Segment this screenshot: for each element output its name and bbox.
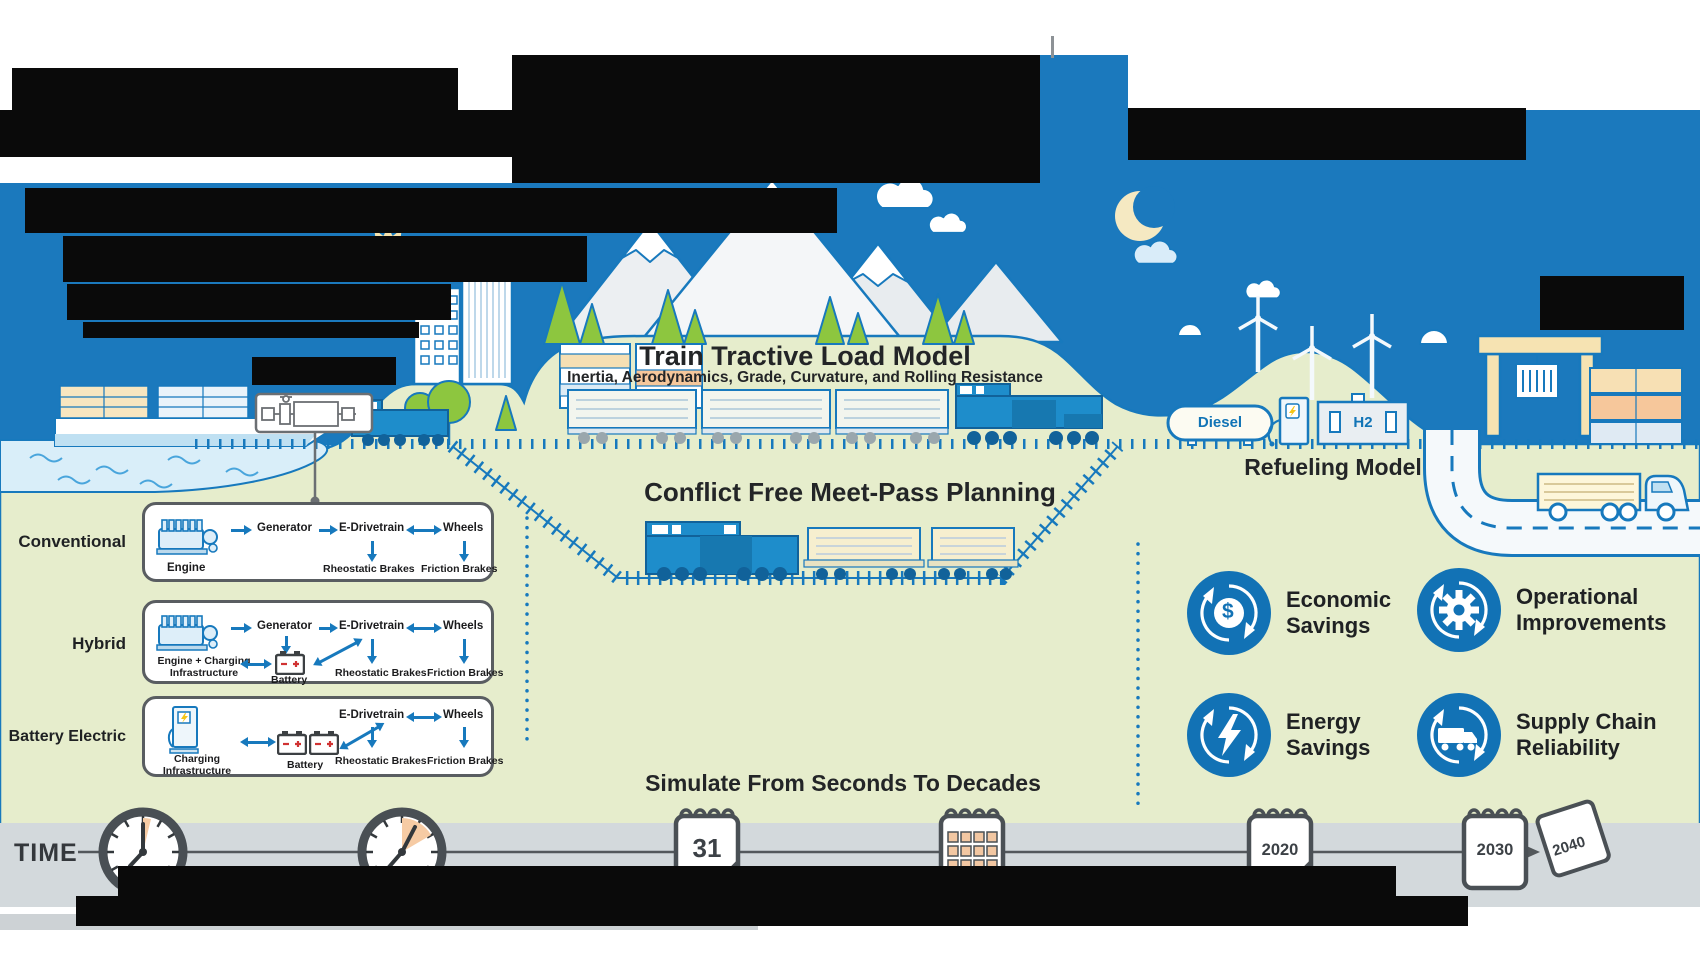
wheels-label: Wheels [443,620,484,632]
arrow-down-icon [459,541,468,562]
gear-cycle-icon [1417,568,1501,652]
arrow-both-icon [240,737,276,746]
generator-label: Generator [257,522,312,534]
gear-icon [1439,590,1479,630]
edrivetrain-label: E-Drivetrain [339,620,405,632]
h2-label: H2 [1353,414,1373,431]
edrivetrain-label: E-Drivetrain [339,709,405,721]
time-axis-label: TIME [14,839,78,867]
friction-label: Friction Brakes [427,667,504,679]
arrow-down-icon [367,541,376,562]
bolt-icon [1218,714,1241,756]
calendar-decade-icon [1461,799,1611,891]
battery-label: Battery [271,674,308,686]
arrow-right-icon [319,525,338,534]
arrow-down-icon [459,727,468,748]
label-battery-electric: Battery Electric [8,728,126,745]
battery-icon [275,651,305,675]
cloud-icon [566,176,1449,345]
arrow-both-icon [406,623,442,632]
arrow-both-icon [406,712,442,721]
page-title: Train Tractive Load Model [639,341,971,371]
bolt-cycle-icon [1187,693,1271,777]
pine-tree-icon [495,281,975,431]
hydrogen-tank [1316,393,1410,446]
dollar-cycle-icon [1187,571,1271,655]
charging-station-icon [167,706,199,754]
simulate-title: Simulate From Seconds To Decades [645,770,1041,796]
section-divider [525,516,1140,808]
wheels-label: Wheels [443,709,484,721]
moon-icon [1115,186,1175,241]
rheostatic-label: Rheostatic Brakes [335,667,427,679]
engine-icon [156,519,218,555]
redacted-text-block [0,55,1684,926]
wind-turbine-icon [1238,296,1392,400]
battery-icon [309,731,339,755]
siding-train [645,521,1019,581]
arrow-right-icon [319,623,338,632]
panel-conventional: Engine Generator E-Drivetrain Wheels Rhe… [142,502,498,582]
siding-track [447,440,1124,585]
arrow-down-icon [281,636,290,654]
clock-icon [362,812,442,892]
battery-label: Battery [287,759,324,771]
arrow-down-icon [459,639,468,664]
water [0,439,329,493]
truck-icon [1536,472,1690,522]
engine-icon [156,615,218,651]
arrow-both-icon [406,525,442,534]
road [1423,430,1700,557]
rheostatic-label: Rheostatic Brakes [335,755,427,767]
calendar-year-2030: 2030 [1476,841,1514,859]
arrow-both-icon [240,659,272,668]
rheostatic-label: Rheostatic Brakes [323,563,415,575]
label-hybrid: Hybrid [72,634,126,653]
battery-icon [277,731,307,755]
container-stack [1589,367,1683,445]
locomotive [955,383,1103,445]
charging-station-icon [1267,396,1310,447]
arrow-diagonal-icon [318,641,358,664]
arrow-right-icon [231,623,252,632]
clock-icon [103,812,183,892]
freight-train [567,383,1103,445]
label-conventional: Conventional [18,532,126,551]
calendar-day-number: 31 [692,833,722,863]
flying-page [1535,799,1611,878]
diesel-label: Diesel [1197,414,1243,431]
meet-pass-title: Conflict Free Meet-Pass Planning [644,477,1056,507]
engine-label: Engine [167,562,206,574]
friction-label: Friction Brakes [421,563,498,575]
truck-cycle-icon [1417,693,1501,777]
gantry-crane [1476,334,1604,438]
dollar-glyph: $ [1222,600,1234,623]
edrivetrain-label: E-Drivetrain [339,522,405,534]
truck-icon [1438,728,1477,751]
friction-label: Friction Brakes [427,755,504,767]
arrow-down-icon [367,727,376,748]
calendar-year-2020: 2020 [1261,841,1299,859]
page-subtitle: Inertia, Aerodynamics, Grade, Curvature,… [567,369,1043,386]
diesel-tank [1166,404,1274,446]
generator-label: Generator [257,620,312,632]
locomotive-callout [254,392,449,506]
wheels-label: Wheels [443,522,484,534]
refueling-title: Refueling Model [1244,454,1422,480]
arrow-down-icon [367,639,376,664]
arrow-right-icon [231,525,252,534]
